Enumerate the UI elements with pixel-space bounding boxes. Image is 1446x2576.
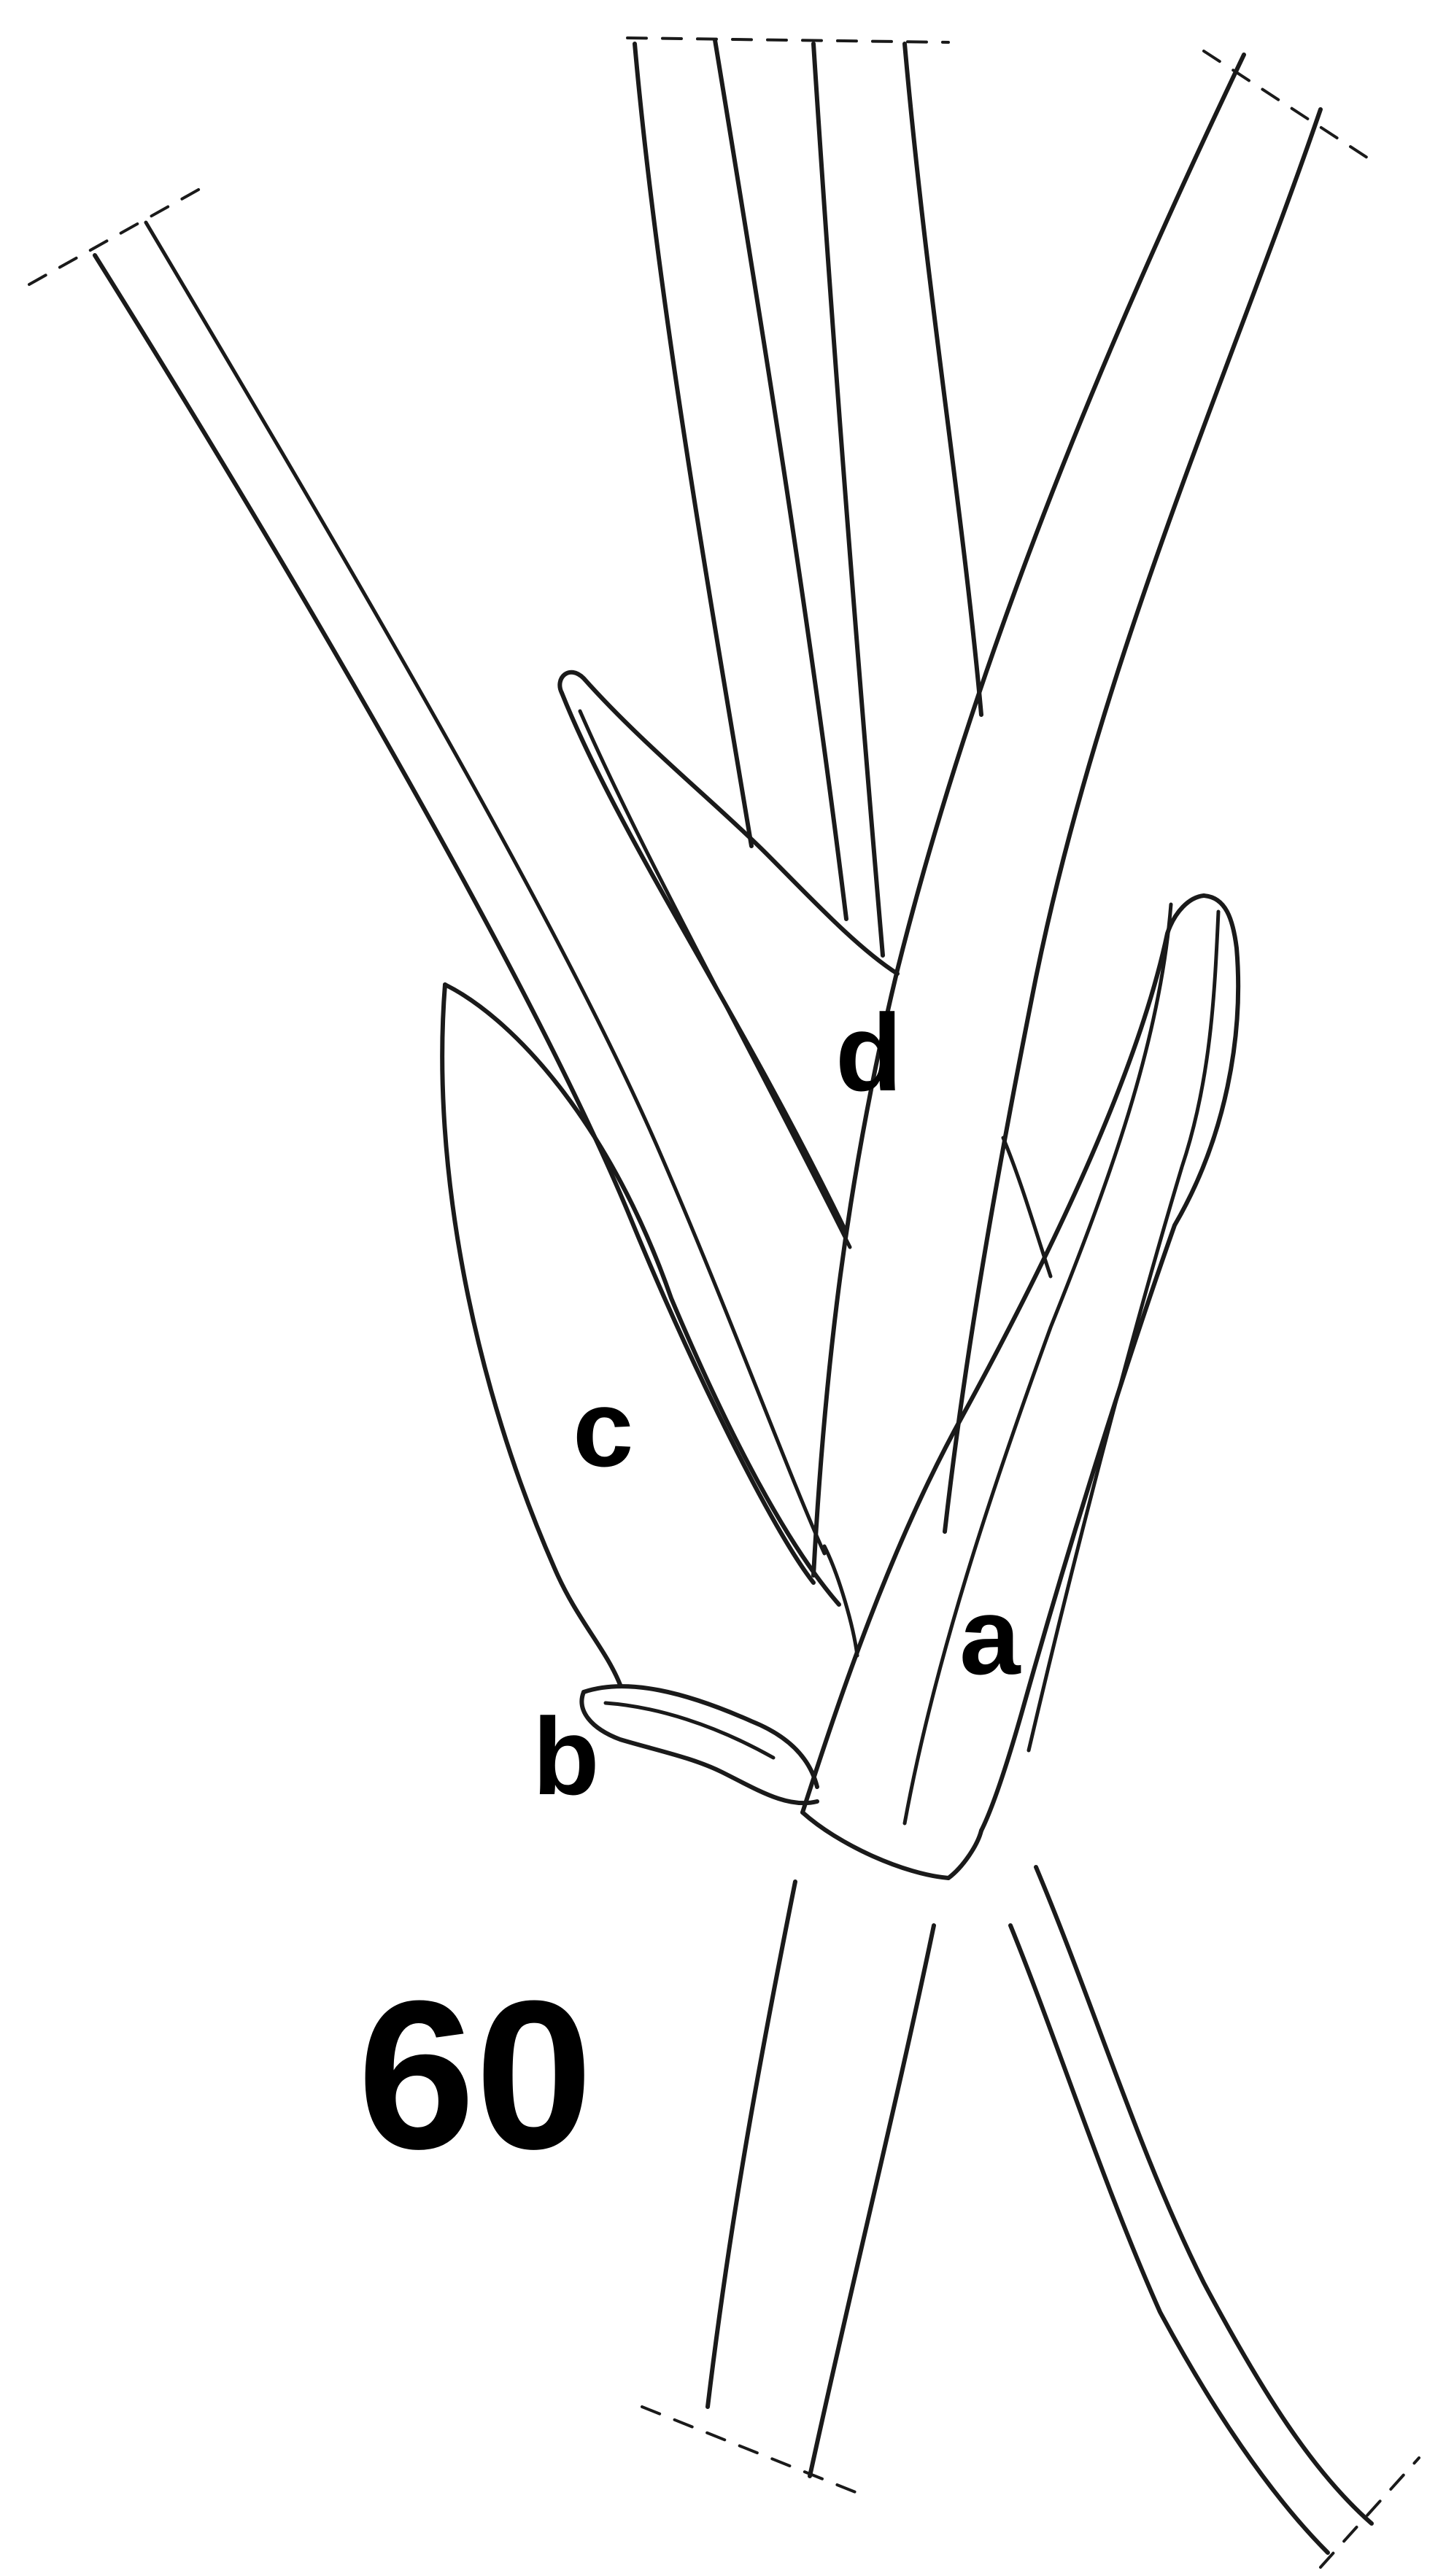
- lower-stem: [708, 1882, 934, 2476]
- leaf-c: [442, 985, 857, 1685]
- label-b: b: [533, 1695, 600, 1817]
- label-d: d: [835, 991, 902, 1114]
- label-c: c: [573, 1367, 633, 1489]
- leaf-b: [581, 1686, 817, 1803]
- figure-number: 60: [357, 1957, 593, 2193]
- tail-stem: [1010, 1867, 1372, 2553]
- left-branch: [95, 222, 824, 1583]
- top-stems: [635, 40, 981, 955]
- label-a: a: [959, 1575, 1021, 1697]
- main-stem: [813, 55, 1321, 1575]
